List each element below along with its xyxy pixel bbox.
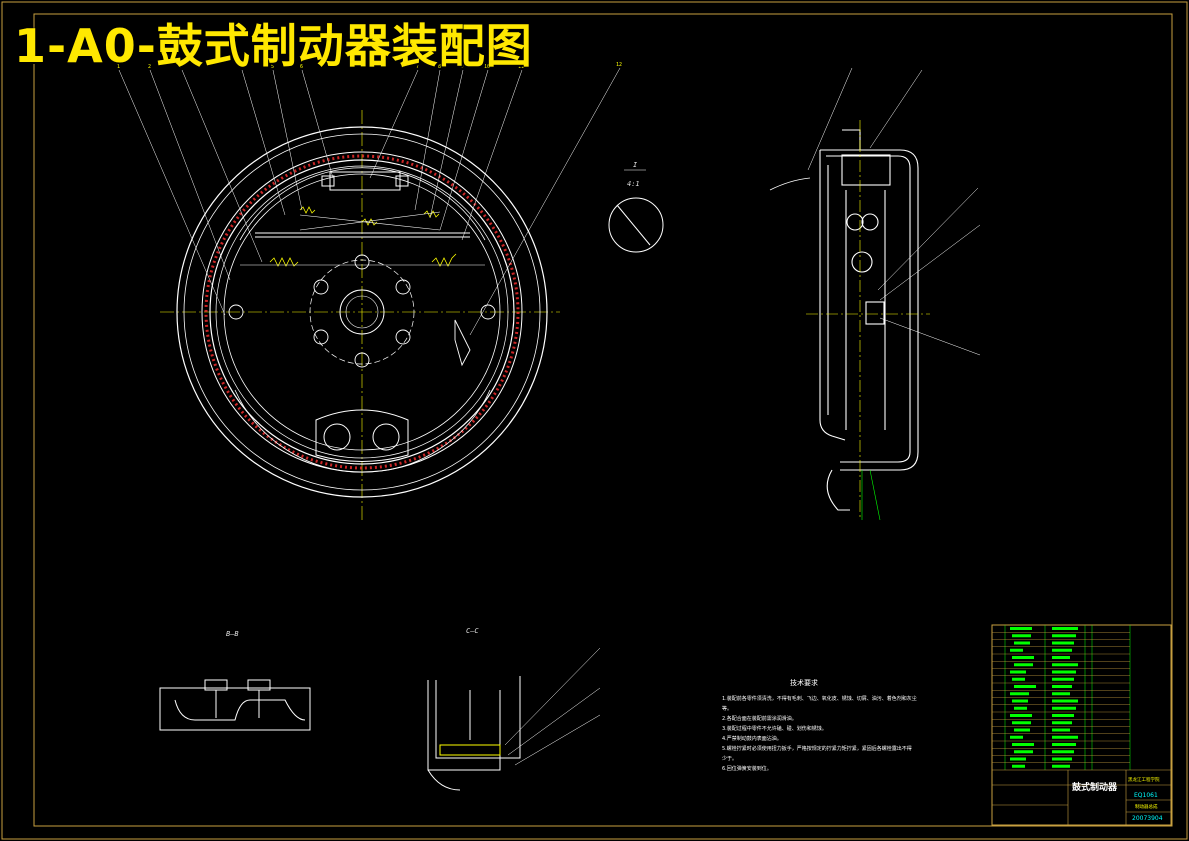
parts-list-cell-mark <box>1012 743 1034 746</box>
section-bb-view <box>159 679 311 731</box>
section-bb-label: B—B <box>226 630 239 638</box>
svg-text:3: 3 <box>180 64 183 70</box>
svg-text:5: 5 <box>271 64 274 70</box>
parts-list-cell-mark <box>1052 699 1078 703</box>
parts-list-cell-mark <box>1010 692 1029 696</box>
parts-list-cell-mark <box>1010 757 1026 761</box>
parts-list-cell-mark <box>1010 714 1032 717</box>
parts-list-cell-mark <box>1052 743 1076 746</box>
tech-requirement-item: 5.螺栓拧紧时必须使用扭力扳手，严格按规定的拧紧力矩拧紧，紧固后各螺栓露出不得 <box>722 746 912 752</box>
parts-list-cell-mark <box>1052 641 1074 645</box>
parts-list-cell-mark <box>1052 677 1074 681</box>
parts-list-cell-mark <box>1052 663 1078 667</box>
parts-list-cell-mark <box>1052 685 1072 688</box>
parts-list-cell-mark <box>1014 641 1030 645</box>
parts-list-cell-mark <box>1012 656 1034 659</box>
title-block <box>991 624 1172 826</box>
parts-list-cell-mark <box>1010 735 1023 739</box>
parts-list-cell-mark <box>1052 648 1072 652</box>
parts-list-cell-mark <box>1052 728 1070 732</box>
title-block-drawing-name: 鼓式制动器 <box>1072 781 1118 793</box>
parts-list-cell-mark <box>1014 706 1027 710</box>
tech-requirement-item: 2.各配合面在装配前需涂润滑油。 <box>722 716 797 722</box>
parts-list-cell-mark <box>1014 750 1033 754</box>
parts-list-cell-mark <box>1052 627 1078 630</box>
parts-list-cell-mark <box>1052 706 1076 710</box>
tech-requirements-heading: 技术要求 <box>790 679 818 687</box>
svg-text:12: 12 <box>616 62 622 68</box>
parts-list-cell-mark <box>1052 735 1078 739</box>
title-block-number: 20073904 <box>1132 815 1163 822</box>
drawing-title: 1-A0-鼓式制动器装配图 <box>14 19 533 73</box>
parts-list-cell-mark <box>1012 677 1025 681</box>
title-block-code: EQ1061 <box>1134 792 1158 799</box>
parts-list-cell-mark <box>1052 656 1070 659</box>
parts-list-cell-mark <box>1012 699 1028 703</box>
parts-list-cell-mark <box>1010 670 1026 674</box>
tech-requirement-item: 1.装配前各零件须清洗，不得有毛刺、飞边、氧化皮、锈蚀、切屑、油污、着色剂和灰尘 <box>722 696 917 702</box>
parts-list-cell-mark <box>1052 750 1074 754</box>
parts-list-cell-mark <box>1052 714 1074 717</box>
parts-list-cell-mark <box>1052 634 1076 638</box>
svg-text:7: 7 <box>416 64 419 70</box>
svg-text:10: 10 <box>484 64 490 70</box>
svg-text:2: 2 <box>148 64 151 70</box>
detail-circle-view <box>608 169 664 253</box>
tech-requirement-item: 等。 <box>722 706 733 712</box>
parts-list-cell-mark <box>1012 764 1025 768</box>
parts-list-cell-mark <box>1010 648 1023 652</box>
parts-list-cell-mark <box>1014 685 1036 688</box>
parts-list-cell-mark <box>1012 634 1031 638</box>
tech-requirement-item: 少于。 <box>722 756 738 762</box>
section-cc-label: C—C <box>466 627 479 635</box>
parts-list-cell-mark <box>1014 728 1030 732</box>
title-block-school: 黑龙江工程学院 <box>1128 776 1160 783</box>
detail-label: I <box>633 161 638 169</box>
svg-text:11: 11 <box>518 64 524 70</box>
svg-text:6: 6 <box>300 64 303 70</box>
parts-list-cell-mark <box>1052 670 1076 674</box>
title-block-subtitle: 制动器总成 <box>1135 803 1158 810</box>
parts-list-cell-mark <box>1012 721 1031 725</box>
parts-list-cell-mark <box>1014 663 1033 667</box>
parts-list-cell-mark <box>1052 692 1070 696</box>
section-cc-view <box>427 647 601 791</box>
svg-text:9: 9 <box>461 64 464 70</box>
parts-list-cell-mark <box>1010 627 1032 630</box>
parts-list-cell-mark <box>1052 721 1072 725</box>
tech-requirement-item: 4.严禁制动鼓内表面沾油。 <box>722 736 782 742</box>
tech-requirement-item: 3.装配过程中零件不允许磕、碰、划伤和锈蚀。 <box>722 726 827 732</box>
svg-text:8: 8 <box>438 64 441 70</box>
side-view <box>769 67 981 521</box>
tech-requirements: 技术要求 1.装配前各零件须清洗，不得有毛刺、飞边、氧化皮、锈蚀、切屑、油污、着… <box>722 678 922 774</box>
svg-text:1: 1 <box>117 64 120 70</box>
svg-text:4: 4 <box>240 64 243 70</box>
parts-list-cell-mark <box>1052 757 1072 761</box>
tech-requirement-item: 6.回位弹簧安装到位。 <box>722 766 772 772</box>
detail-scale-label: 4:1 <box>627 180 640 188</box>
parts-list-cell-mark <box>1052 764 1070 768</box>
